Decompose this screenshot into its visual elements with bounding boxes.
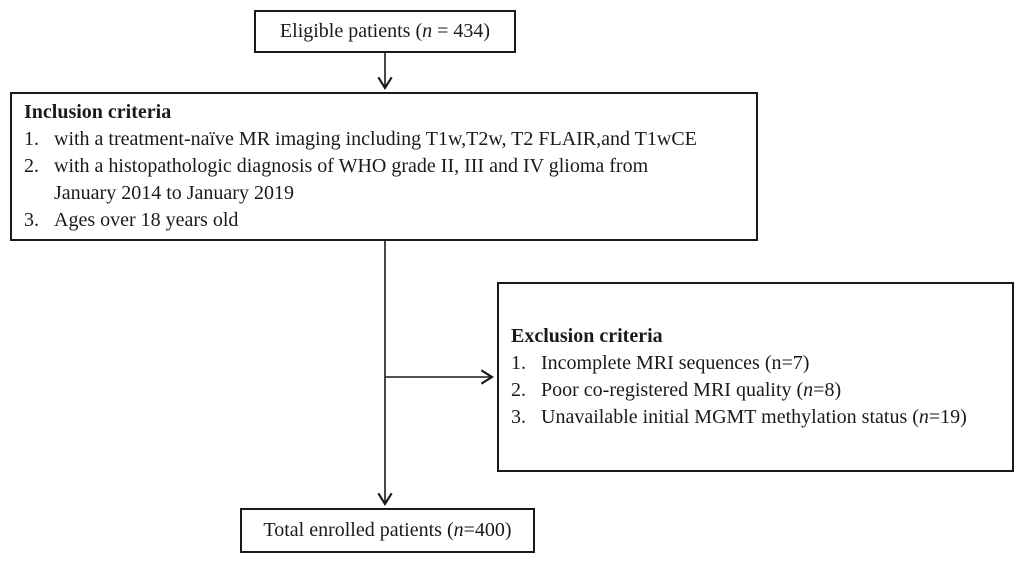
exclusion-item-2: 2. Poor co-registered MRI quality (n=8)	[511, 379, 842, 401]
exclusion-criteria-title: Exclusion criteria	[511, 325, 663, 347]
inclusion-criteria-box: Inclusion criteria 1. with a treatment-n…	[10, 92, 758, 241]
total-enrolled-box: Total enrolled patients (n=400)	[240, 508, 535, 553]
inclusion-item-3: 3. Ages over 18 years old	[24, 209, 239, 231]
inclusion-criteria-title: Inclusion criteria	[24, 101, 172, 123]
eligible-patients-box: Eligible patients (n = 434)	[254, 10, 516, 53]
exclusion-criteria-box: Exclusion criteria 1. Incomplete MRI seq…	[497, 282, 1014, 472]
eligible-patients-label: Eligible patients (n = 434)	[279, 20, 491, 42]
inclusion-item-2: 2. with a histopathologic diagnosis of W…	[24, 155, 649, 204]
total-enrolled-label: Total enrolled patients (n=400)	[263, 519, 512, 541]
exclusion-item-1: 1. Incomplete MRI sequences (n=7)	[511, 352, 810, 374]
inclusion-item-1: 1. with a treatment-naïve MR imaging inc…	[24, 128, 697, 150]
exclusion-item-3: 3. Unavailable initial MGMT methylation …	[511, 406, 967, 428]
